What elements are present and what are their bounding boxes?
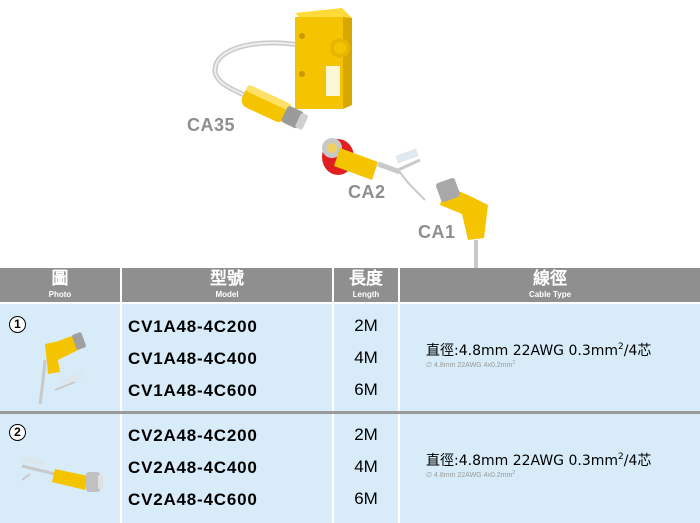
- header-cable-type-zh: 線徑: [533, 269, 567, 289]
- header-photo-en: Photo: [48, 290, 72, 299]
- row1-length-3: 6M: [354, 380, 378, 399]
- row2-model-1: CV2A48-4C200: [128, 426, 258, 445]
- header-length: 長度 Length: [334, 268, 398, 302]
- row2-model-2: CV2A48-4C400: [128, 458, 258, 477]
- row2-connector-photo-icon: [21, 455, 103, 492]
- header-photo: 圖 Photo: [0, 268, 120, 302]
- row1-cable-sup: 2: [618, 342, 624, 352]
- row1-length-2: 4M: [354, 348, 378, 367]
- row1-cable-sub: ∅ 4.8mm 22AWG 4x0.2mm2: [426, 360, 515, 369]
- header-photo-zh: 圖: [51, 269, 69, 289]
- spec-table: 圖 Photo 型號 Model 長度 Length 線徑 Cable Type…: [0, 268, 700, 523]
- header-length-en: Length: [352, 290, 380, 299]
- header-cable-type: 線徑 Cable Type: [400, 268, 700, 302]
- header-model-en: Model: [215, 290, 239, 299]
- ca2-connector-icon: [322, 138, 426, 201]
- row2-cable-text: 直徑:4.8mm 22AWG 0.3mm: [426, 453, 619, 469]
- row1-cable-sub-text: ∅ 4.8mm 22AWG 4x0.2mm: [426, 362, 513, 369]
- row2-model-3: CV2A48-4C600: [128, 490, 258, 509]
- row1-cable-suffix: /4芯: [623, 343, 652, 359]
- row1-cable-sub-sup: 2: [512, 360, 516, 366]
- row1-connector-photo-icon: [38, 332, 86, 405]
- product-image: CA35 CA2 CA1: [187, 8, 488, 268]
- row2-cable-cell: 直徑:4.8mm 22AWG 0.3mm2/4芯 ∅ 4.8mm 22AWG 4…: [400, 414, 700, 523]
- row2-cable-sub-sup: 2: [512, 470, 516, 476]
- row2-cable-sup: 2: [618, 452, 624, 462]
- row2-cable-sub: ∅ 4.8mm 22AWG 4x0.2mm2: [426, 470, 515, 479]
- row-divider: [0, 411, 700, 414]
- row2-number-badge: 2: [9, 424, 26, 441]
- ca1-connector-icon: [436, 178, 488, 268]
- row2-cable-spec: 直徑:4.8mm 22AWG 0.3mm2/4芯: [426, 450, 651, 470]
- header-model-zh: 型號: [210, 269, 244, 289]
- row2-length-3: 6M: [354, 489, 378, 508]
- ca2-callout: CA2: [348, 182, 386, 202]
- row2-photo-cell: 2: [0, 414, 120, 523]
- sensor-block-icon: [295, 8, 352, 109]
- row1-number-badge: 1: [9, 316, 26, 333]
- row1-photo-cell: 1: [0, 304, 120, 411]
- row2-cable-suffix: /4芯: [623, 453, 652, 469]
- row1-length-cell: 2M 4M 6M: [334, 304, 398, 411]
- ca35-callout: CA35: [187, 115, 236, 135]
- header-cable-type-en: Cable Type: [528, 290, 572, 299]
- header-length-zh: 長度: [349, 269, 383, 289]
- row1-cable-spec: 直徑:4.8mm 22AWG 0.3mm2/4芯: [426, 340, 651, 360]
- row2-cable-sub-text: ∅ 4.8mm 22AWG 4x0.2mm: [426, 472, 513, 479]
- row1-cable-cell: 直徑:4.8mm 22AWG 0.3mm2/4芯 ∅ 4.8mm 22AWG 4…: [400, 304, 700, 411]
- ca1-callout: CA1: [418, 222, 456, 242]
- row1-model-1: CV1A48-4C200: [128, 317, 258, 336]
- row1-cable-text: 直徑:4.8mm 22AWG 0.3mm: [426, 343, 619, 359]
- row1-model-2: CV1A48-4C400: [128, 349, 258, 368]
- row2-model-cell: CV2A48-4C200 CV2A48-4C400 CV2A48-4C600: [122, 414, 332, 523]
- row1-model-cell: CV1A48-4C200 CV1A48-4C400 CV1A48-4C600: [122, 304, 332, 411]
- row1-length-1: 2M: [354, 316, 378, 335]
- row2-length-cell: 2M 4M 6M: [334, 414, 398, 523]
- connector-illustration: [212, 8, 488, 268]
- row2-length-1: 2M: [354, 425, 378, 444]
- row1-model-3: CV1A48-4C600: [128, 381, 258, 400]
- row2-length-2: 4M: [354, 457, 378, 476]
- header-model: 型號 Model: [122, 268, 332, 302]
- ca35-connector-icon: [241, 85, 309, 130]
